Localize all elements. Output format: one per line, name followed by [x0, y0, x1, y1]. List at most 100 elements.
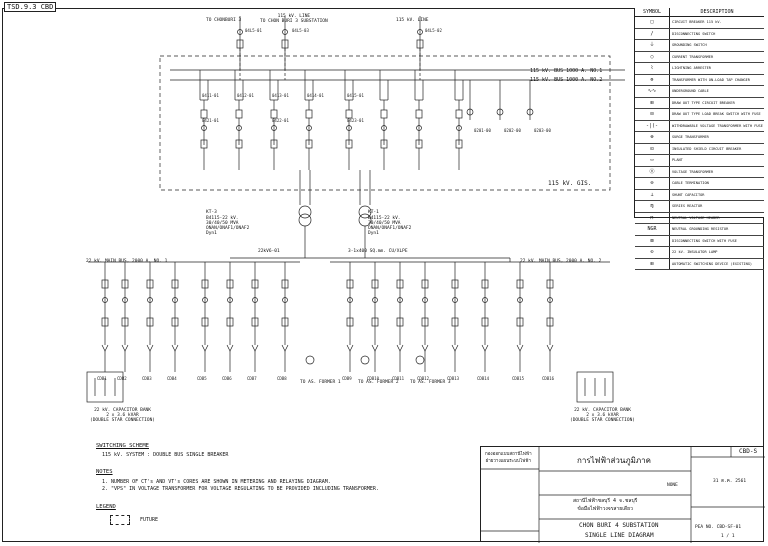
- feeder-name: CDB5: [197, 376, 207, 381]
- symbol-glyph: ⊞: [635, 258, 670, 269]
- feeder-note-2: TO AS. FORMER 2: [358, 380, 399, 385]
- symbol-glyph: Ⓥ: [635, 166, 670, 177]
- symbol-row: ⊡INSULATED SHIELD CIRCUIT BREAKER: [635, 143, 764, 155]
- symbol-row: ⊥SHUNT CAPACITOR: [635, 189, 764, 201]
- ct-circle: [236, 125, 242, 131]
- symbol-row: ⊓NEUTRAL VOLTAGE HEADER: [635, 212, 764, 224]
- symbol-description: NEUTRAL VOLTAGE HEADER: [672, 215, 720, 220]
- ct-circle: [517, 297, 523, 303]
- ct-circle: [102, 297, 108, 303]
- symbol-row: /DISCONNECTING SWITCH: [635, 28, 764, 40]
- aux-transformer: [360, 355, 370, 365]
- symbol-row: ⊞AUTOMATIC SWITCHING DEVICE (EXISTING): [635, 258, 764, 270]
- feeder-breaker: [396, 279, 404, 289]
- ct-circle: [202, 297, 208, 303]
- org-thai: การไฟฟ้าส่วนภูมิภาค: [577, 456, 651, 465]
- bay-breaker: [380, 109, 388, 119]
- symbol-col-header: SYMBOL: [635, 8, 670, 16]
- ct-circle: [452, 297, 458, 303]
- ct-circle: [347, 297, 353, 303]
- device-tag: 0415-01: [347, 93, 364, 98]
- symbol-description: INSULATED SHIELD CIRCUIT BREAKER: [672, 146, 742, 151]
- ct-circle: [456, 125, 462, 131]
- feeder-breaker: [101, 317, 109, 327]
- symbol-glyph: ⊟: [635, 109, 670, 120]
- device-tag: 0414-01: [307, 93, 324, 98]
- switching-scheme-title: SWITCHING SCHEME: [96, 443, 149, 449]
- bay-breaker: [345, 109, 353, 119]
- feeder-breaker: [371, 317, 379, 327]
- sheet-number: 1 / 1: [721, 534, 735, 539]
- symbol-description: DRAW OUT TYPE LOAD BREAK SWITCH WITH FUS…: [672, 112, 761, 116]
- title-block-grid: [481, 447, 765, 543]
- symbol-glyph: ɱ: [635, 201, 670, 212]
- feeder-name: CDB11: [392, 376, 405, 381]
- feeder-breaker: [146, 279, 154, 289]
- legend-title: LEGEND: [96, 504, 116, 510]
- feeder-name: CDB14: [477, 376, 490, 381]
- transformer-2-rating: B4115-22 kV. 30/40/50 MVA ONAN/ONAF1/ONA…: [368, 216, 412, 236]
- notes-title: NOTES: [96, 469, 113, 475]
- ct-circle: [346, 125, 352, 131]
- ct-circle: [237, 29, 243, 35]
- cable-termination: [546, 344, 554, 352]
- mv-tie-tag: 22kV6-01: [258, 249, 280, 254]
- cable-termination: [121, 344, 129, 352]
- symbol-description: GROUNDING SWITCH: [672, 43, 707, 47]
- pea-ref: PEA NO. CBD-SF-01: [695, 525, 742, 530]
- project-thai: สถานีไฟฟ้าชลบุรี 4 จ.ชลบุรี ข้อมือไฟฟ้าว…: [573, 498, 638, 512]
- vt-symbol: [496, 108, 504, 116]
- cable-termination: [346, 344, 354, 352]
- symbol-table-header: SYMBOL DESCRIPTION: [635, 8, 764, 17]
- note-2: 2. "VPS" IN VOLTAGE TRANSFORMER FOR VOLT…: [102, 486, 379, 492]
- symbol-glyph: NGR: [635, 224, 670, 235]
- symbol-row: ⊖CABLE TERMINATION: [635, 178, 764, 190]
- symbol-row: ⊟DRAW OUT TYPE LOAD BREAK SWITCH WITH FU…: [635, 109, 764, 121]
- ct-circle: [547, 297, 553, 303]
- feeder-breaker: [101, 279, 109, 289]
- title-block: กองออกแบบสถานีไฟฟ้า ฝ่ายวางแผนระบบไฟฟ้า …: [480, 446, 765, 543]
- symbol-table-rows: □CIRCUIT BREAKER 115 kV./DISCONNECTING S…: [635, 17, 764, 270]
- symbol-description: DRAW OUT TYPE CIRCUIT BREAKER: [672, 100, 735, 105]
- symbol-glyph: ⊡: [635, 143, 670, 154]
- device-tag: 0411-01: [202, 93, 219, 98]
- device-tag: 0423-01: [347, 118, 364, 123]
- symbol-description: UNDERGROUND CABLE: [672, 89, 709, 93]
- symbol-description: PLANT: [672, 158, 683, 162]
- symbol-description: SURGE TRANSFORMER: [672, 135, 709, 139]
- symbol-description: DISCONNECTING SWITCH WITH FUSE: [672, 238, 737, 243]
- incoming-line-3-label: 115 kV. LINE: [396, 18, 429, 23]
- ct-circle: [172, 297, 178, 303]
- project-en: CHON BURI 4 SUBSTATION: [579, 522, 659, 529]
- transformer-2-winding: [358, 205, 372, 219]
- transformer-2-name: KT-1: [368, 210, 379, 215]
- symbol-description: VOLTAGE TRANSFORMER: [672, 169, 714, 174]
- feeder-breaker: [226, 317, 234, 327]
- cable-termination: [281, 344, 289, 352]
- drawing-en: SINGLE LINE DIAGRAM: [585, 532, 654, 539]
- ct-circle: [381, 125, 387, 131]
- symbol-row: ⊙22 kV. INSULATOR LAMP: [635, 247, 764, 259]
- sheet-tag: TSD.9.3 CBD: [4, 2, 57, 12]
- feeder-breaker: [371, 279, 379, 289]
- note-1: 1. NUMBER OF CT's AND VT's CORES ARE SHO…: [102, 479, 331, 485]
- feeder-breaker: [346, 279, 354, 289]
- device-tag: 0202-00: [504, 128, 521, 133]
- feeder-name: CDB12: [417, 376, 430, 381]
- bay-breaker: [455, 109, 463, 119]
- device-tag: 0413-01: [272, 93, 289, 98]
- feeder-breaker: [481, 279, 489, 289]
- vt-symbol: [526, 108, 534, 116]
- symbol-description: AUTOMATIC SWITCHING DEVICE (EXISTING): [672, 261, 753, 266]
- symbol-description: CABLE TERMINATION: [672, 181, 709, 185]
- cable-termination: [481, 344, 489, 352]
- device-tag: 04L5-03: [292, 28, 309, 33]
- symbol-description: WITHDRAWABLE VOLTAGE TRANSFORMER WITH FU…: [672, 123, 763, 128]
- device-tag: 0201-00: [474, 128, 491, 133]
- feeder-name: CDB6: [222, 376, 232, 381]
- mv-bus-2-label: 22 kV. MAIN BUS, 2000 A. NO. 2: [520, 259, 602, 264]
- feeder-breaker: [516, 317, 524, 327]
